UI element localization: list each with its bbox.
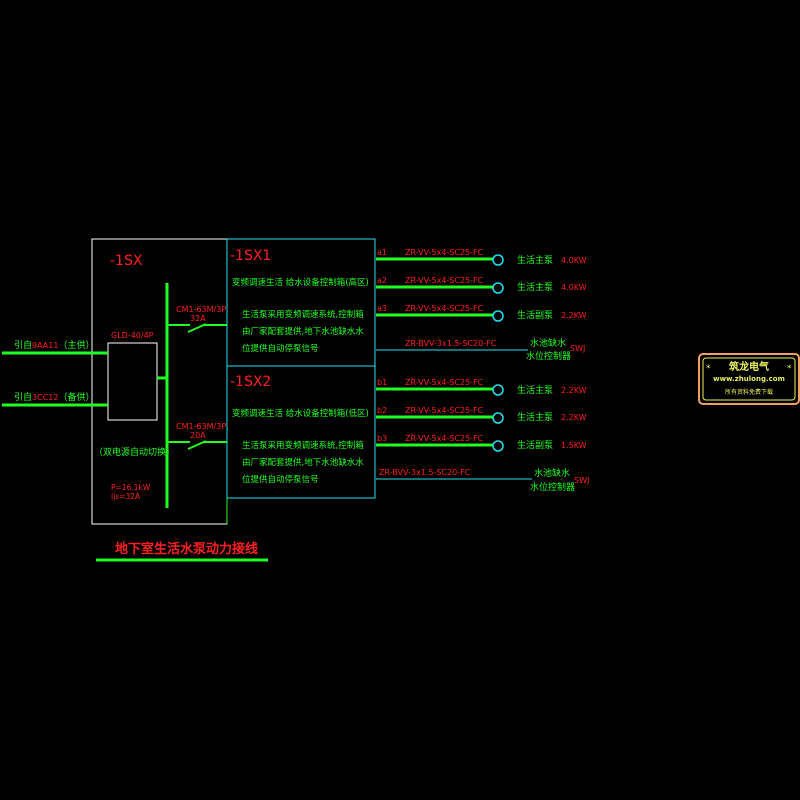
breaker-2-model: CM1-63M/3P [176,422,226,431]
circuit-b3-load: 生活副泵 [517,439,553,451]
circuit-b2-cable: ZR-VV-5x4-SC25-FC [405,406,484,415]
circuit-a1-power: 4.0KW [561,256,587,265]
circuit-b1-power: 2.2KW [561,386,587,395]
breaker-1-model: CM1-63M/3P [176,305,226,314]
panel-current: Ijs=32A [111,492,141,501]
motor-b3-icon [492,440,504,452]
box-1sx1-note-1: 生活泵采用变频调速系统,控制箱 [242,309,364,320]
box-1sx2-note-3: 位提供自动停泵信号 [242,474,319,485]
control-1-load2: 水位控制器 [526,350,571,362]
diagram-title: 地下室生活水泵动力接线 [115,541,258,557]
motor-b1-icon [492,384,504,396]
motor-a2-icon [492,282,504,294]
circuit-b2-load: 生活主泵 [517,411,553,423]
input-main-label: 引自9AA11（主供） [14,339,94,351]
panel-power: P=16.1kW [111,483,151,492]
circuit-a2-load: 生活主泵 [517,281,553,293]
box-1sx1-title: 变频调速生活 给水设备控制箱(高区) [232,277,369,288]
control-1-load1: 水池缺水 [530,337,566,349]
logo-star-right: * [787,364,792,374]
zhulong-logo: * * 筑龙电气 www.zhulong.com 所有资料免费下载 [698,353,800,405]
motor-a1-icon [492,254,504,266]
logo-slogan: 所有资料免费下载 [725,388,773,396]
control-2-load1: 水池缺水 [534,467,570,479]
panel-box [91,238,228,525]
box-1sx1-id: -1SX1 [230,248,271,264]
ats-switch-model: GLD-40/4P [111,331,154,340]
control-1-code: SWJ [570,344,585,353]
control-2-load2: 水位控制器 [530,481,575,493]
box-1sx2-note-2: 由厂家配套提供,地下水池缺水水 [242,457,364,468]
motor-b2-icon [492,412,504,424]
circuit-b3-id: b3 [377,434,387,443]
ats-switch-note: （双电源自动切换） [94,446,175,458]
circuit-b1-cable: ZR-VV-5x4-SC25-FC [405,378,484,387]
circuit-a3-load: 生活副泵 [517,309,553,321]
circuit-a2-id: a2 [377,276,387,285]
circuit-a3-id: a3 [377,304,387,313]
circuit-b2-id: b2 [377,406,387,415]
breaker-1-rating: 32A [190,314,206,323]
input-backup-label: 引自3CC12（备供） [14,391,94,403]
box-1sx2-id: -1SX2 [230,374,271,390]
box-1sx2 [226,365,376,499]
circuit-a2-power: 4.0KW [561,283,587,292]
control-2-code: SWJ [574,476,589,485]
logo-url: www.zhulong.com [713,375,785,383]
logo-star-left: * [706,364,711,374]
circuit-a2-cable: ZR-VV-5x4-SC25-FC [405,276,484,285]
circuit-a3-power: 2.2KW [561,311,587,320]
control-2-cable: ZR-BVV-3x1.5-SC20-FC [379,468,471,477]
box-1sx1-note-2: 由厂家配套提供,地下水池缺水水 [242,326,364,337]
box-1sx2-note-1: 生活泵采用变频调速系统,控制箱 [242,440,364,451]
circuit-b1-load: 生活主泵 [517,384,553,396]
box-1sx2-title: 变频调速生活 给水设备控制箱(低区) [232,408,369,419]
circuit-b3-power: 1.5KW [561,441,587,450]
circuit-a1-id: a1 [377,248,387,257]
logo-name: 筑龙电气 [729,360,769,373]
box-1sx1-note-3: 位提供自动停泵信号 [242,343,319,354]
circuit-a1-load: 生活主泵 [517,254,553,266]
panel-id: -1SX [110,253,143,269]
circuit-a1-cable: ZR-VV-5x4-SC25-FC [405,248,484,257]
breaker-2-symbol [167,440,227,450]
circuit-b2-power: 2.2KW [561,413,587,422]
circuit-b3-cable: ZR-VV-5x4-SC25-FC [405,434,484,443]
circuit-b1-id: b1 [377,378,387,387]
ats-switch-box [107,342,158,421]
breaker-2-rating: 20A [190,431,206,440]
breaker-1-symbol [167,323,227,333]
circuit-a3-cable: ZR-VV-5x4-SC25-FC [405,304,484,313]
motor-a3-icon [492,310,504,322]
control-1-cable: ZR-BVV-3x1.5-SC20-FC [405,339,497,348]
